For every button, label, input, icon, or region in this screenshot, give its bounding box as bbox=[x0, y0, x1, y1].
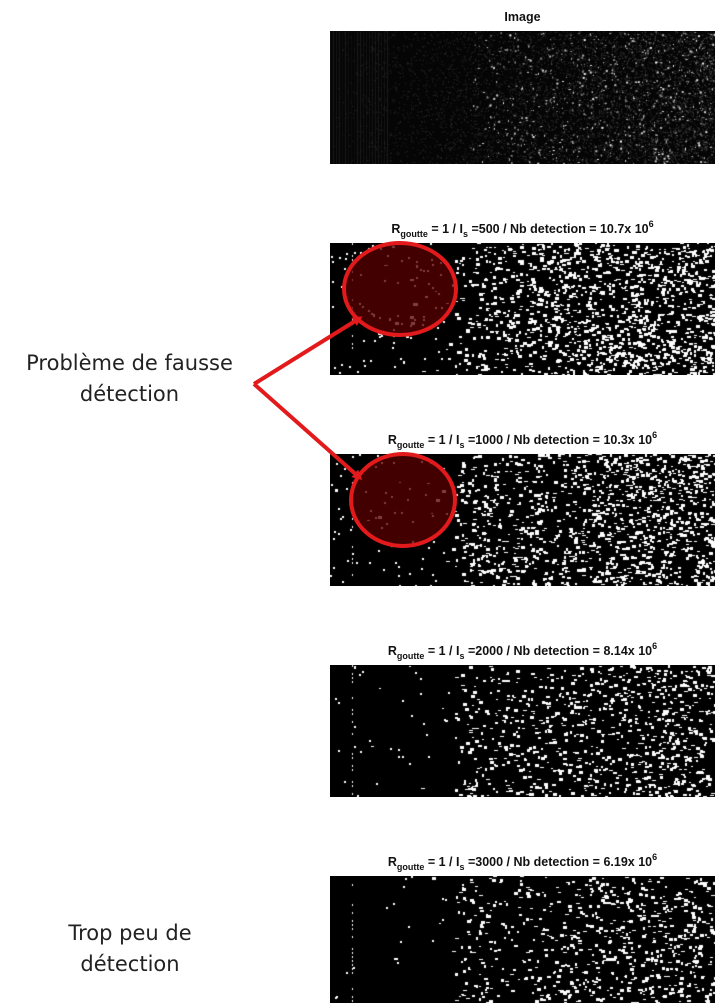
panel-title-3000: Rgoutte = 1 / Is =3000 / Nb detection = … bbox=[387, 852, 658, 872]
too-few-line2: détection bbox=[80, 952, 180, 976]
detection-image-3000 bbox=[330, 876, 715, 1003]
source-image-panel bbox=[330, 31, 715, 164]
panel-title-2000: Rgoutte = 1 / Is =2000 / Nb detection = … bbox=[387, 641, 658, 661]
detection-image-1000 bbox=[330, 454, 715, 586]
false-detection-label: Problème de fausse détection bbox=[12, 348, 247, 410]
false-detection-line1: Problème de fausse bbox=[26, 351, 233, 375]
detection-panel-2000 bbox=[330, 665, 715, 797]
detection-panel-1000 bbox=[330, 454, 715, 586]
detection-image-500 bbox=[330, 243, 715, 375]
too-few-detection-label: Trop peu de détection bbox=[20, 918, 240, 980]
detection-panel-3000 bbox=[330, 876, 715, 1003]
panel-title-500: Rgoutte = 1 / Is =500 / Nb detection = 1… bbox=[391, 219, 654, 239]
source-image bbox=[330, 31, 715, 164]
detection-panel-500 bbox=[330, 243, 715, 375]
image-title: Image bbox=[504, 10, 541, 24]
false-detection-line2: détection bbox=[79, 382, 180, 406]
too-few-line1: Trop peu de bbox=[68, 921, 192, 945]
panel-title-1000: Rgoutte = 1 / Is =1000 / Nb detection = … bbox=[387, 430, 658, 450]
detection-image-2000 bbox=[330, 665, 715, 797]
